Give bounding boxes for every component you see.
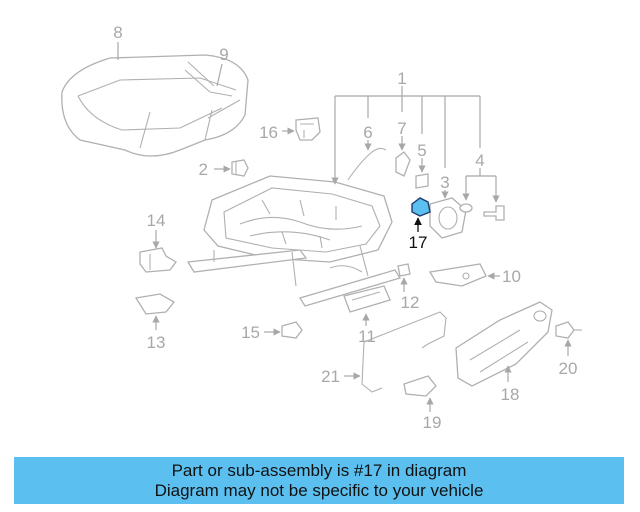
parts-diagram: 1 2 3 4 5 6 7 8 9 10 11 12 13 14 15 16 1…: [61, 23, 582, 432]
info-banner: Part or sub-assembly is #17 in diagram D…: [14, 457, 624, 504]
part-15-clip-drawing: [281, 321, 303, 339]
callout-7: 7: [397, 119, 406, 138]
callout-15: 15: [241, 323, 260, 342]
callout-16: 16: [259, 123, 278, 142]
callout-12: 12: [401, 293, 420, 312]
callout-5: 5: [417, 141, 426, 160]
part-21-wire-drawing: [361, 311, 447, 393]
callout-10: 10: [502, 267, 521, 286]
callout-6: 6: [363, 123, 372, 142]
leader-9: [216, 63, 223, 87]
callout-20: 20: [559, 359, 578, 378]
part-16-bracket-drawing: [295, 117, 321, 141]
callout-11: 11: [358, 327, 376, 346]
callout-19: 19: [423, 413, 442, 432]
callout-13: 13: [147, 333, 166, 352]
part-10-bracket-drawing: [428, 263, 487, 287]
part-19-clip-drawing: [403, 375, 437, 397]
part-3-cover-drawing: [429, 197, 467, 239]
callout-21: 21: [321, 367, 340, 386]
part-20-knob-drawing: [555, 321, 582, 339]
banner-line-1: Part or sub-assembly is #17 in diagram: [171, 460, 467, 480]
part-5-clip-drawing: [415, 173, 429, 189]
seat-frame-drawing: [186, 175, 402, 307]
part-12-clip-drawing: [397, 263, 411, 277]
part-6-cable-drawing: [347, 147, 387, 181]
callout-8: 8: [113, 23, 122, 42]
seat-cushion-drawing: [61, 54, 249, 157]
leader-1-group: [331, 86, 481, 185]
part-11-trim-drawing: [343, 285, 391, 313]
part-17-highlighted-drawing: [411, 197, 431, 217]
part-4-bolts-drawing: [459, 203, 505, 221]
banner-line-2: Diagram may not be specific to your vehi…: [154, 480, 484, 500]
callout-17: 17: [409, 233, 428, 252]
callout-18: 18: [501, 385, 520, 404]
callout-3: 3: [440, 173, 449, 192]
callout-1: 1: [397, 69, 406, 88]
part-13-bracket-drawing: [134, 293, 175, 315]
callout-2: 2: [199, 160, 208, 179]
part-18-side-panel-drawing: [455, 301, 553, 387]
callout-4: 4: [475, 151, 484, 170]
callout-9: 9: [219, 45, 228, 64]
part-14-bracket-drawing: [139, 247, 177, 273]
part-7-lever-drawing: [395, 151, 411, 177]
part-2-clip-drawing: [231, 159, 249, 177]
leader-4-group: [462, 168, 500, 203]
callout-14: 14: [147, 211, 166, 230]
